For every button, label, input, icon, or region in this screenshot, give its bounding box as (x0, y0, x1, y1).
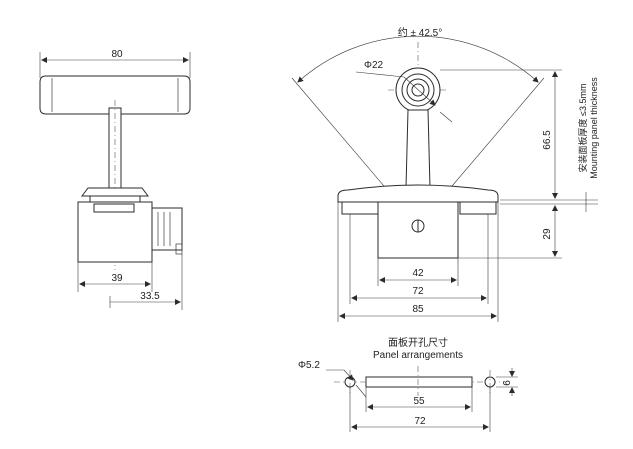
dim-body-height-label: 29 (542, 228, 553, 240)
front-view: 约 ± 42.5° Φ22 66.5 (291, 26, 599, 322)
panel-note-en: Mounting panel thickness (589, 77, 599, 179)
knob-ring (401, 73, 435, 107)
handle-bar (39, 75, 191, 115)
cutout-title-cn: 面板开孔尺寸 (388, 336, 448, 349)
collar (81, 187, 149, 197)
body-top-flange (93, 203, 135, 213)
right-tab (459, 201, 497, 215)
knob-center (411, 83, 425, 97)
dim-85-label: 85 (412, 304, 424, 315)
dim-42-label: 42 (412, 268, 424, 279)
leader-line (355, 71, 405, 78)
dim-body-label: 39 (111, 273, 123, 284)
rotation-arc (297, 35, 539, 83)
cover-plate (337, 184, 499, 203)
leader-line (439, 111, 453, 123)
leader-line (403, 76, 436, 106)
dim-height-label: 66.5 (542, 130, 553, 150)
side-view: 80 39 33.5 (39, 49, 191, 310)
dim-72-label: 72 (412, 286, 424, 297)
hole-dia-label: Φ5.2 (298, 360, 320, 371)
knob-ring (406, 78, 430, 102)
stem (405, 109, 431, 189)
dim-6-label: 6 (502, 380, 513, 386)
angle-label: 约 ± 42.5° (398, 26, 443, 39)
terminal-block (151, 207, 183, 251)
dim-depth-label: 33.5 (140, 291, 160, 302)
dim-55-label: 55 (413, 396, 425, 407)
collar-base (89, 195, 141, 203)
cutout-title-en: Panel arrangements (373, 350, 463, 361)
knob-dia-label: Φ22 (364, 60, 384, 71)
panel-note-cn: 安装面板厚度 ≤3.5mm (577, 84, 588, 173)
panel-cutout-view: 面板开孔尺寸 Panel arrangements Φ5.2 6 55 (298, 336, 518, 432)
dim-width-label: 80 (111, 49, 123, 60)
left-tab (341, 201, 379, 215)
leader-line (355, 384, 367, 398)
terminal-pin (175, 243, 183, 255)
dim-72-cutout-label: 72 (414, 416, 426, 427)
leader-line (343, 369, 354, 381)
center-slot (365, 376, 473, 388)
